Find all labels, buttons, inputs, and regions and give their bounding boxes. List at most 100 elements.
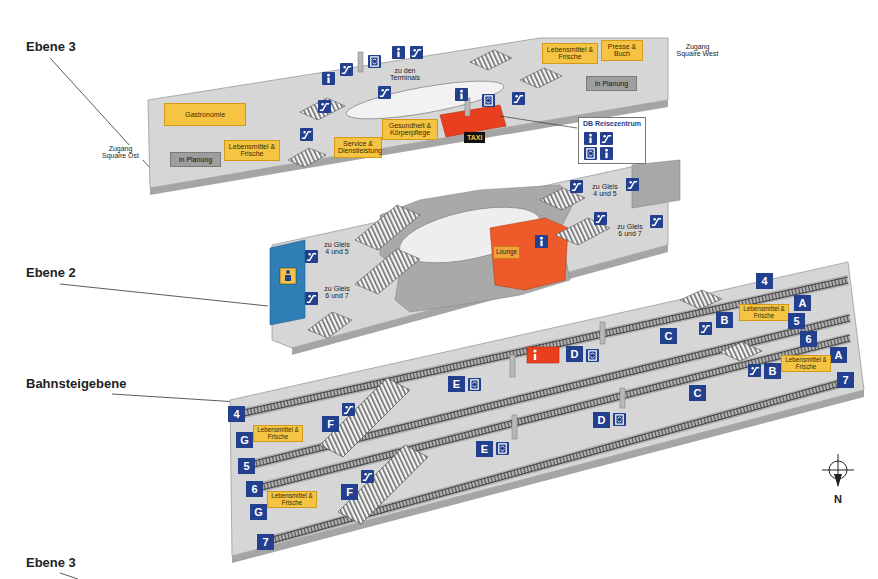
planned-area-text: in Planung	[595, 80, 628, 87]
shop-area: Lebensmittel & Frische	[267, 491, 317, 508]
shop-area-text: Service & Dienstleistung	[338, 140, 378, 155]
sector-letter-text: C	[662, 328, 675, 344]
tracks	[265, 380, 852, 542]
platform-icons	[468, 378, 481, 391]
tracks	[265, 377, 852, 539]
platform-escalators	[512, 415, 517, 439]
sector-letter-text: G	[238, 432, 251, 448]
level-name: Ebene 3	[26, 40, 76, 54]
level-3-icons	[378, 86, 391, 99]
platform-icons	[613, 413, 626, 426]
platform-escalators	[534, 354, 536, 360]
platform-icons	[361, 470, 374, 483]
level-3-slab	[520, 68, 562, 88]
level-2-icons	[570, 180, 583, 193]
direction-label: zu Gleis 4 und 5	[590, 183, 620, 198]
level-2-slab	[632, 160, 680, 208]
shop-area-text: Lebensmittel & Frische	[546, 46, 594, 61]
level-3-icons	[300, 128, 313, 141]
compass	[822, 454, 854, 487]
level-2-slab	[355, 205, 420, 250]
level-name: Bahnsteigebene	[26, 377, 126, 391]
level-3-slab	[148, 38, 668, 195]
sector-letter-text: E	[478, 441, 491, 457]
track-number-text: 6	[802, 331, 815, 347]
track-number-text: 7	[259, 534, 272, 550]
shop-area: Gastronomie	[164, 103, 246, 126]
level-2-slab	[308, 312, 352, 338]
level-3-icons	[392, 46, 405, 59]
level-2-icons	[535, 235, 548, 248]
level-3-slab	[500, 116, 577, 128]
level-2-icons	[594, 212, 607, 225]
platform-slab	[230, 262, 864, 556]
track-number: 5	[238, 458, 255, 474]
platform-escalators	[338, 445, 428, 524]
sector-letter: G	[250, 504, 267, 520]
shop-area-text: Lebensmittel & Frische	[270, 493, 314, 506]
tracks	[254, 341, 850, 492]
sector-letter: D	[593, 412, 610, 428]
direction-label: zu Gleis 4 und 5	[322, 241, 352, 256]
lounge-box: Lounge	[493, 246, 520, 259]
track-number: 6	[800, 331, 817, 347]
track-number-text: 7	[839, 372, 852, 388]
level-3-slab	[358, 52, 363, 72]
platform-escalators	[527, 347, 559, 363]
platform-icons	[748, 364, 761, 377]
platform-escalators	[320, 378, 410, 457]
shop-area-text: Lebensmittel & Frische	[256, 427, 300, 440]
planned-area: in Planung	[586, 76, 637, 91]
access-label: Zugang Squaire West	[675, 43, 720, 58]
sector-letter-text: G	[252, 504, 265, 520]
sector-letter: E	[448, 376, 465, 392]
shop-area: Lebensmittel & Frische	[781, 355, 831, 372]
level-2-icons	[626, 178, 639, 191]
level-2-slab	[380, 185, 575, 312]
shop-area-text: Lebensmittel & Frische	[228, 143, 276, 158]
level-3-icons	[512, 92, 525, 105]
level-2-icons	[280, 268, 296, 284]
leader-line	[60, 284, 268, 306]
level-3-slab	[470, 50, 512, 70]
level-name: Ebene 3	[26, 556, 76, 570]
taxi-sign: TAXI	[464, 132, 485, 143]
planned-area: in Planung	[170, 152, 221, 167]
sector-letter-text: E	[450, 376, 463, 392]
leader-line	[50, 58, 162, 181]
shop-area-text: Gesundheit & Körperpflege	[386, 122, 434, 137]
level-2-icons	[285, 275, 291, 281]
compass-letter: N	[834, 494, 842, 506]
direction-label: zu Gleis 6 und 7	[322, 285, 352, 300]
level-3-icons	[340, 63, 353, 76]
track-number-text: 6	[248, 481, 261, 497]
level-2-icons	[286, 270, 290, 274]
tracks	[265, 380, 852, 542]
shop-area-text: Gastronomie	[185, 111, 225, 118]
leader-line	[112, 394, 238, 402]
sector-letter-text: C	[691, 385, 704, 401]
access-label: Zugang Squaire Ost	[98, 145, 143, 160]
level-3-slab	[288, 148, 326, 167]
sector-letter: B	[716, 312, 733, 328]
level-3-slab	[300, 98, 345, 120]
track-number: 7	[257, 534, 274, 550]
travel-centre-box: DB Reisezentrum	[578, 117, 646, 164]
sector-letter: B	[764, 363, 781, 379]
shop-area-text: Lebensmittel & Frische	[784, 357, 828, 370]
level-2-slab	[270, 240, 305, 325]
level-3-icons	[318, 100, 331, 113]
leader-line	[60, 573, 78, 579]
sector-letter: F	[322, 416, 339, 432]
tracks	[246, 315, 850, 463]
track-number: 5	[788, 313, 805, 329]
level-2-icons	[650, 215, 663, 228]
compass	[834, 474, 842, 487]
sector-letter: E	[476, 441, 493, 457]
sector-letter-text: B	[718, 312, 731, 328]
level-name: Ebene 2	[26, 266, 76, 280]
level-2-icons	[305, 292, 318, 305]
level-3-icons	[410, 46, 423, 59]
shop-area: Lebensmittel & Frische	[224, 140, 280, 161]
